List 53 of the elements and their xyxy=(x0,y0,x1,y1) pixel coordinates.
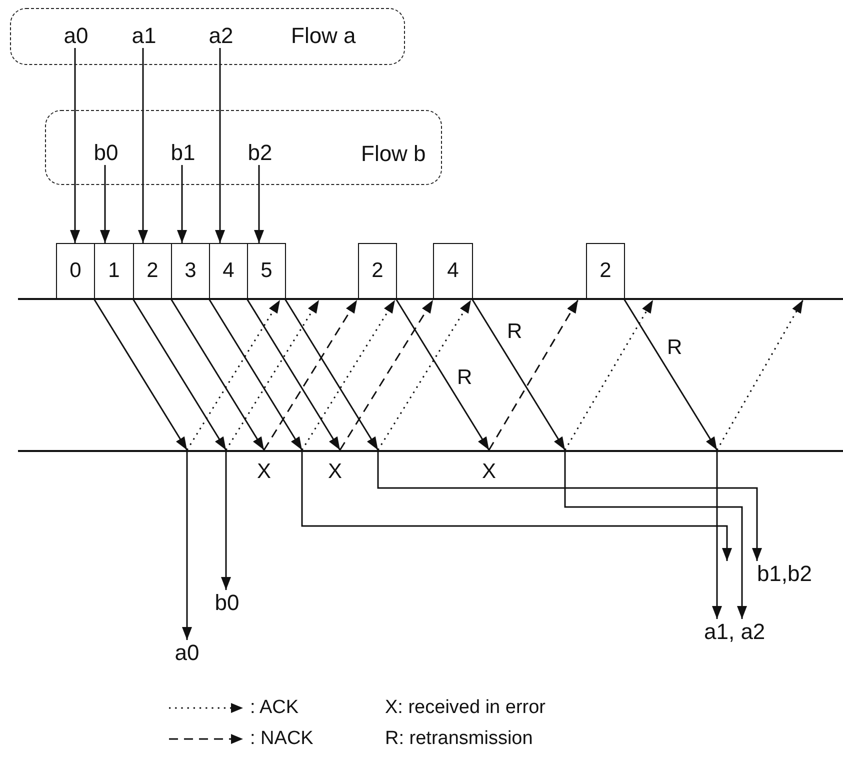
arrow xyxy=(564,452,747,619)
flow-title: Flow a xyxy=(291,23,356,49)
arrow xyxy=(215,48,225,243)
flow-label: b0 xyxy=(90,140,122,166)
flow-label: b2 xyxy=(244,140,276,166)
legend-label: : ACK xyxy=(250,696,299,720)
arrow xyxy=(221,452,231,590)
error-mark: X xyxy=(482,460,496,484)
arrow xyxy=(182,452,192,640)
flow-label: b0 xyxy=(211,590,243,616)
arrow xyxy=(284,298,379,450)
flow-label: a1, a2 xyxy=(704,619,794,645)
arrow xyxy=(70,48,80,243)
arrow xyxy=(254,165,264,243)
ack-arrow xyxy=(301,300,396,450)
flow-label: b1,b2 xyxy=(718,561,812,587)
arrow xyxy=(170,298,265,450)
flow-label: b1 xyxy=(167,140,199,166)
arrow xyxy=(246,298,341,450)
legend-label: : NACK xyxy=(250,727,314,751)
legend-note: X: received in error xyxy=(385,696,546,720)
error-mark: X xyxy=(328,460,342,484)
arrow xyxy=(132,298,227,450)
arrow xyxy=(301,452,732,561)
nack-arrow xyxy=(263,300,358,450)
arrow xyxy=(395,298,490,450)
arrow xyxy=(471,298,566,450)
arrow xyxy=(208,298,303,450)
timeline xyxy=(18,450,843,452)
flow-label: a0 xyxy=(59,23,93,49)
ack-arrow xyxy=(716,300,804,450)
dashed-group-outline xyxy=(10,8,405,65)
nack-arrow xyxy=(339,300,434,450)
ack-arrow xyxy=(186,300,281,450)
ack-arrow xyxy=(564,300,654,450)
arrow xyxy=(177,165,187,243)
arrow xyxy=(100,165,110,243)
dashed-group-outline xyxy=(45,110,442,185)
legend-note: R: retransmission xyxy=(385,727,533,751)
flow-title: Flow b xyxy=(361,141,426,167)
flow-label: a0 xyxy=(171,640,203,666)
nack-arrow xyxy=(488,300,579,450)
arrow xyxy=(138,48,148,243)
ack-arrow xyxy=(377,300,472,450)
arrow xyxy=(623,298,718,450)
flow-label: a1 xyxy=(127,23,161,49)
arrow xyxy=(377,452,762,561)
flow-label: a2 xyxy=(204,23,238,49)
ack-arrow xyxy=(225,300,320,450)
arrow xyxy=(93,298,188,450)
timeline xyxy=(18,298,843,300)
arrow xyxy=(712,452,722,619)
error-mark: X xyxy=(257,460,272,484)
